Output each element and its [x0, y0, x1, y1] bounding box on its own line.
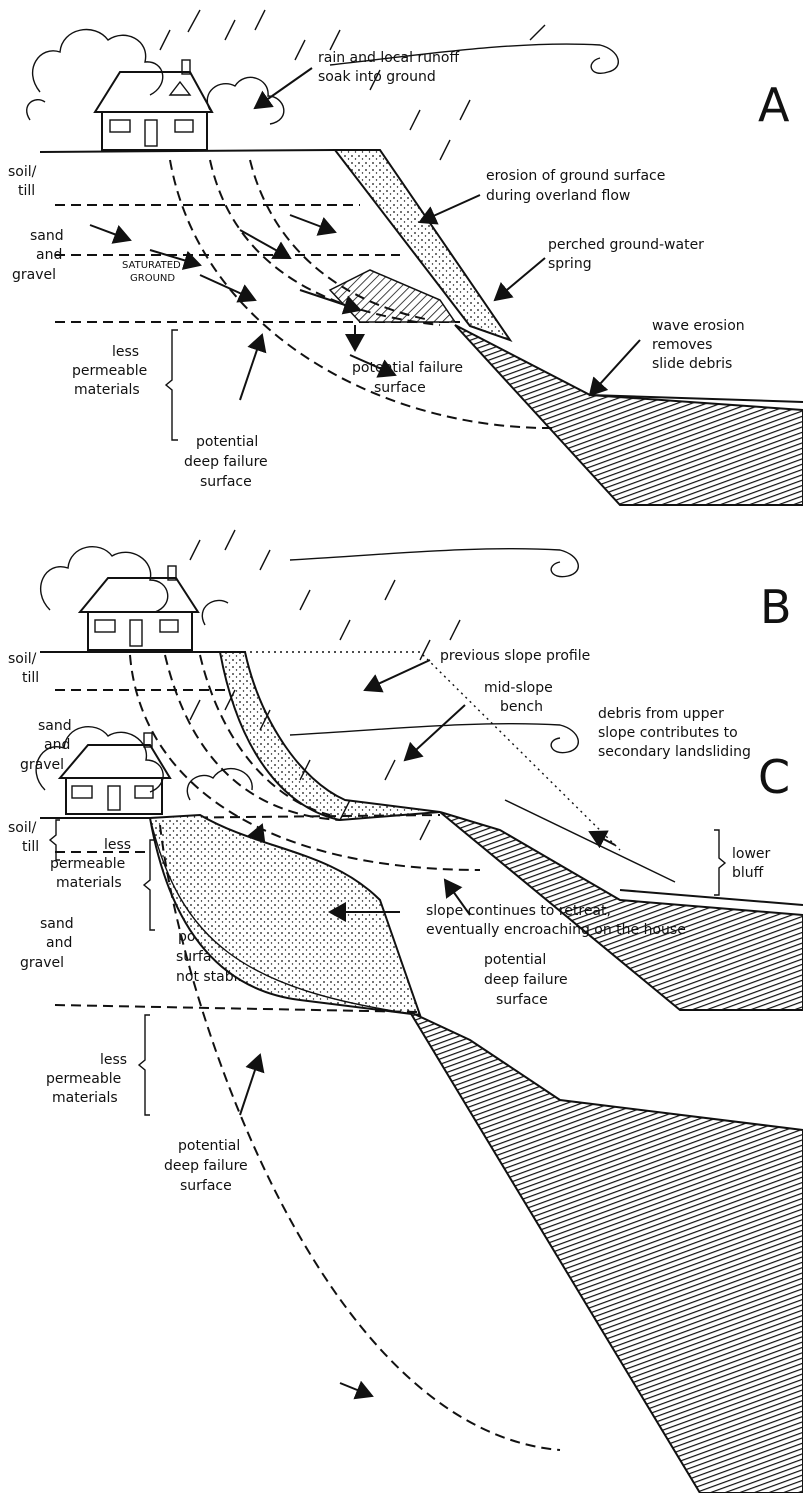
label-mat-c: materials — [52, 1090, 118, 1106]
label-deep-c-3: surface — [180, 1178, 232, 1194]
label-debris-1: debris from upper — [598, 706, 724, 722]
label-wave-3: slide debris — [652, 356, 732, 372]
label-deep-b-3: surface — [496, 992, 548, 1008]
label-soil-a: soil/ — [8, 164, 37, 180]
label-sand-c: sand — [40, 916, 74, 932]
label-failure-a-2: surface — [374, 380, 426, 396]
label-soil-b: soil/ — [8, 651, 37, 667]
label-lower: lower — [732, 846, 771, 862]
label-mat-a: materials — [74, 382, 140, 398]
label-previous: previous slope profile — [440, 648, 590, 664]
label-bench-1: mid-slope — [484, 680, 553, 696]
label-saturated-1: SATURATED — [122, 260, 181, 271]
label-till-a: till — [18, 183, 35, 199]
label-spring-2: spring — [548, 256, 592, 272]
panel-a: A rain and local runoff soak into ground… — [8, 10, 803, 505]
label-less-b: less — [104, 837, 131, 853]
label-mat-b: materials — [56, 875, 122, 891]
panel-b: B soil/ till sand and gravel less permea… — [8, 530, 803, 1010]
label-spring-1: perched ground-water — [548, 237, 704, 253]
label-deep-b-2: deep failure — [484, 972, 568, 988]
label-perm-b: permeable — [50, 856, 125, 872]
trees-icon — [41, 547, 228, 625]
label-deep-a-2: deep failure — [184, 454, 268, 470]
label-failure-a-1: potential failure — [352, 360, 463, 376]
label-till-c: till — [22, 839, 39, 855]
label-deep-b-1: potential — [484, 952, 546, 968]
label-retreat-1: slope continues to retreat, — [426, 903, 611, 919]
label-less-c: less — [100, 1052, 127, 1068]
label-deep-a-1: potential — [196, 434, 258, 450]
label-gravel-a: gravel — [12, 267, 56, 283]
label-soil-c: soil/ — [8, 820, 37, 836]
label-deep-c-1: potential — [178, 1138, 240, 1154]
label-perm-c: permeable — [46, 1071, 121, 1087]
label-bench-2: bench — [500, 699, 543, 715]
label-debris-2: slope contributes to — [598, 725, 738, 741]
label-rain-2: soak into ground — [318, 69, 436, 85]
label-less-a: less — [112, 344, 139, 360]
label-till-b: till — [22, 670, 39, 686]
label-wave-1: wave erosion — [652, 318, 745, 334]
label-and-a: and — [36, 247, 62, 263]
house-icon — [95, 60, 212, 150]
label-deep-c-2: deep failure — [164, 1158, 248, 1174]
label-gravel-b: gravel — [20, 757, 64, 773]
label-gravel-c: gravel — [20, 955, 64, 971]
label-retreat-2: eventually encroaching on the house — [426, 922, 686, 938]
panel-letter-c: C — [758, 750, 790, 804]
label-sand-b: sand — [38, 718, 72, 734]
label-bluff: bluff — [732, 865, 764, 881]
label-perm-a: permeable — [72, 363, 147, 379]
label-deep-a-3: surface — [200, 474, 252, 490]
panel-letter-b: B — [760, 580, 792, 634]
house-icon — [60, 733, 170, 814]
label-erosion-1: erosion of ground surface — [486, 168, 665, 184]
trees-icon — [27, 30, 284, 124]
label-rain-1: rain and local runoff — [318, 50, 459, 66]
label-debris-3: secondary landsliding — [598, 744, 751, 760]
label-saturated-2: GROUND — [130, 273, 175, 284]
label-sand-a: sand — [30, 228, 64, 244]
panel-letter-a: A — [758, 78, 790, 132]
label-erosion-2: during overland flow — [486, 188, 630, 204]
house-icon — [80, 566, 198, 650]
label-and-c: and — [46, 935, 72, 951]
label-wave-2: removes — [652, 337, 712, 353]
